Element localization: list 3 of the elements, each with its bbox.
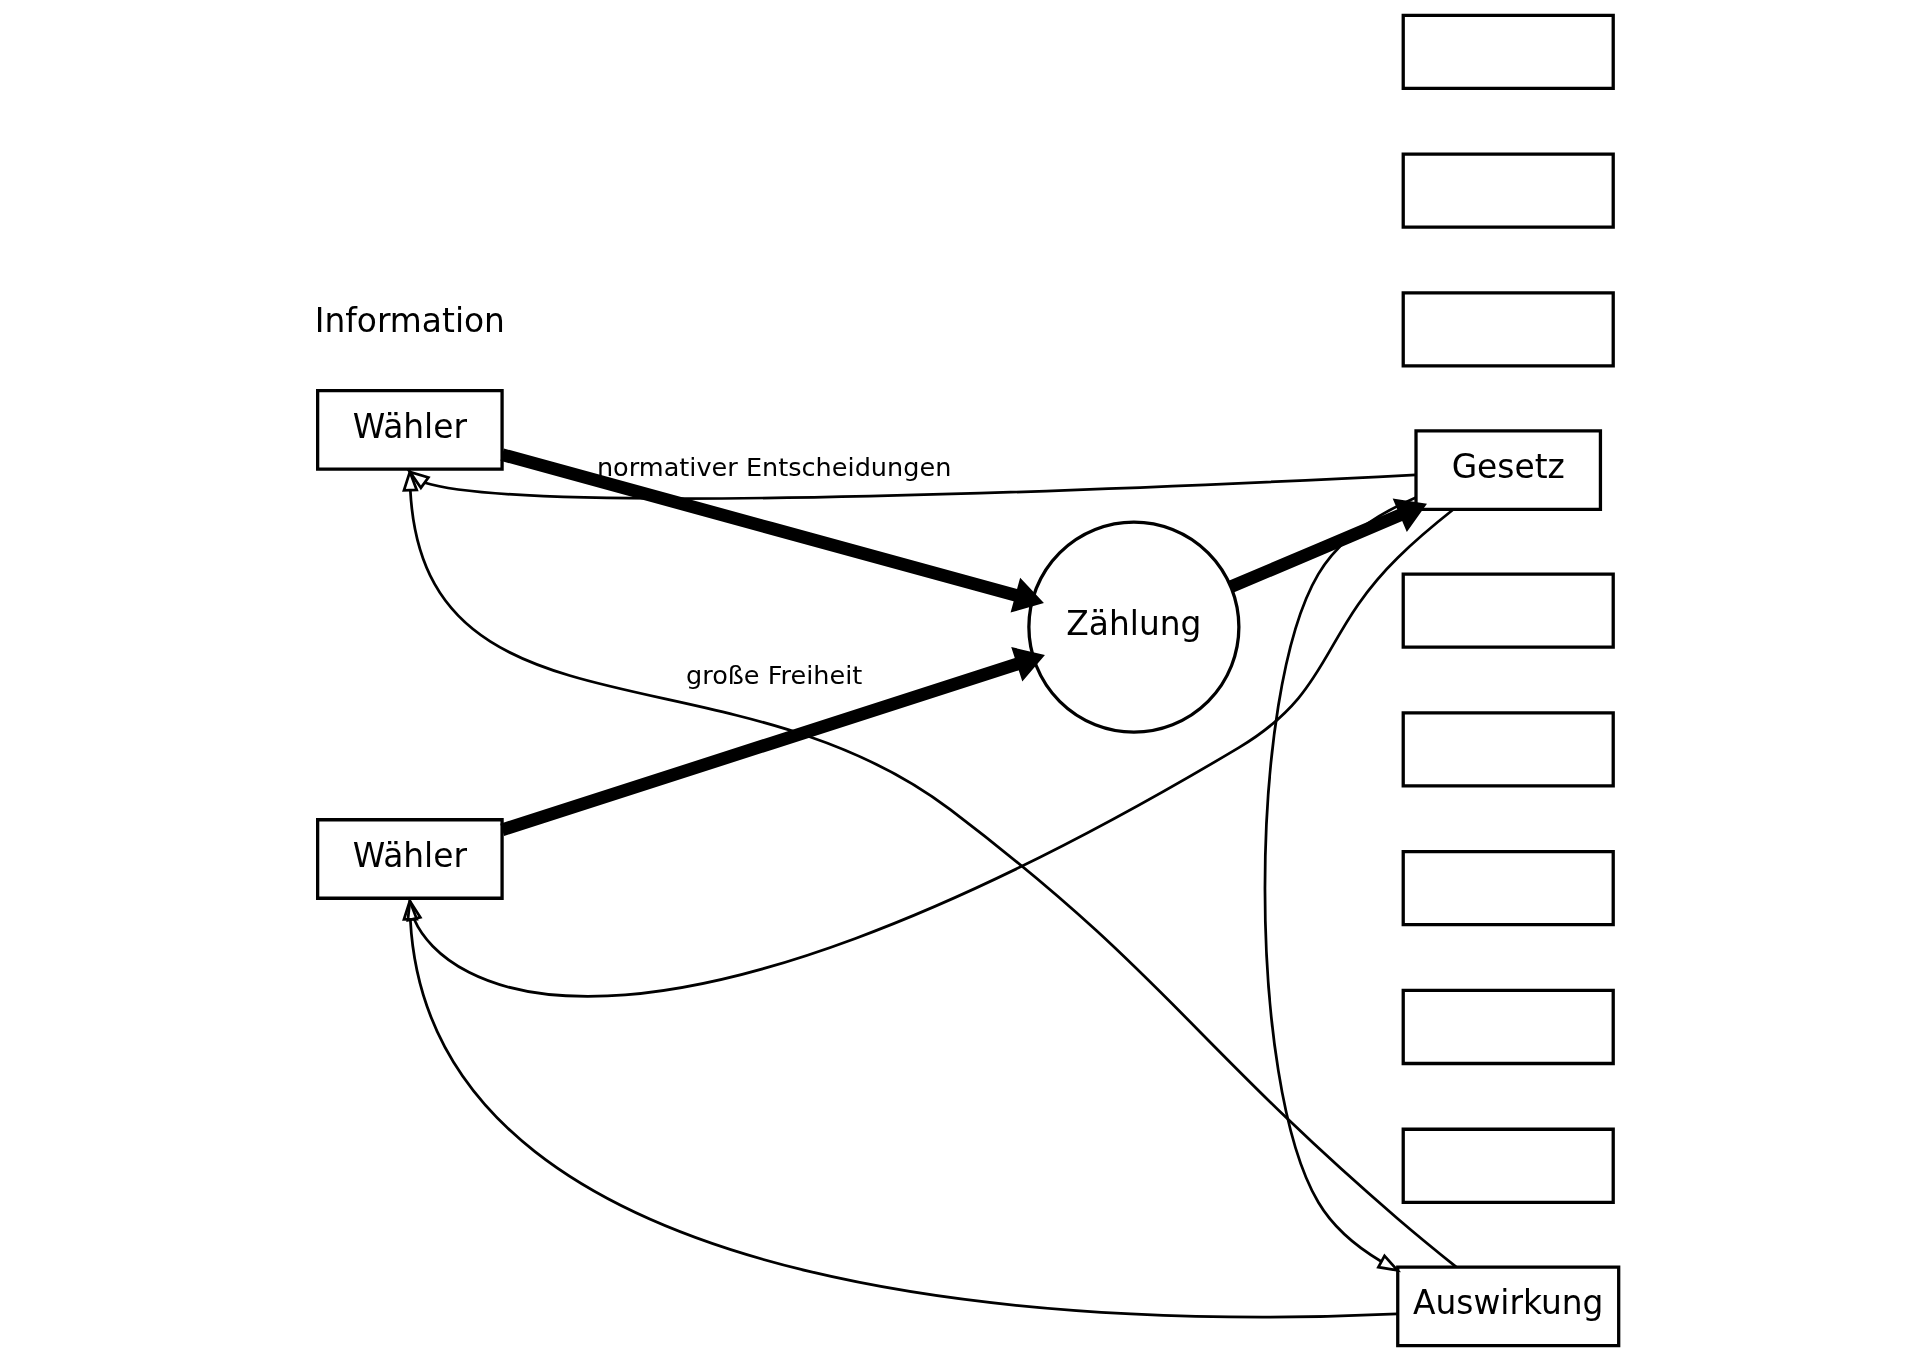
label: Information xyxy=(314,301,505,340)
edge-label: normativer Entscheidungen xyxy=(596,451,952,482)
edge-label: große Freiheit xyxy=(685,660,863,691)
